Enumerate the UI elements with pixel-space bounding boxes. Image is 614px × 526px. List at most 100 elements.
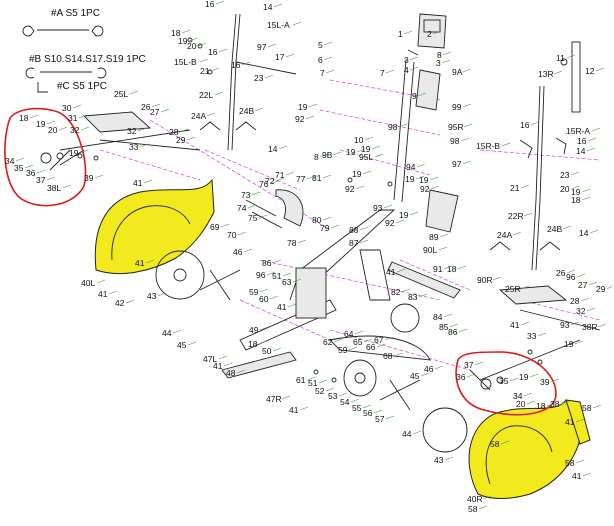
callout-label: 44 [162,328,172,338]
leader-line [520,184,530,189]
leader-line [160,108,170,113]
leader-line [591,127,601,132]
leader-line [350,398,360,403]
callout-label: 1 [398,29,403,39]
callout-label: 9B [322,150,333,160]
callout-label: 29 [596,284,606,294]
assembly-guide-lines [99,79,601,371]
callout-label: 76 [259,179,269,189]
leader-line [458,328,468,333]
leader-line [416,163,426,168]
leader-line [46,176,56,181]
callout-label: 19 [405,174,415,184]
callout-label: 41 [510,320,520,330]
leader-line [449,323,459,328]
callout-label: 59 [338,345,348,355]
leader-line [299,406,309,411]
callout-label: 28 [570,296,580,306]
callout-label: 27 [578,280,588,290]
leader-line [266,271,276,276]
leader-line [373,409,383,414]
leader-line [281,395,291,400]
callout-label: 15L-B [174,57,197,67]
leader-line [241,61,251,66]
tool-list: #A S5 1PC #B S10.S14.S17.S19 1PC #C S5 1… [22,8,146,93]
callout-label: 36 [26,168,36,178]
callout-label: 19 [419,175,429,185]
callout-label: 75 [248,213,258,223]
leader-line [36,169,46,174]
callout-label: 56 [363,408,373,418]
callout-label: 19 [352,169,362,179]
callout-label: 25R [505,284,521,294]
leader-line [46,120,56,125]
callout-label: 59 [249,287,259,297]
leader-line [206,112,216,117]
callout-label: 18 [571,195,581,205]
leader-line [218,48,228,53]
callout-label: 40L [81,278,95,288]
leader-line [157,292,167,297]
pedal-right [498,285,601,331]
leader-line [330,224,340,229]
leader-line [588,281,598,286]
leader-line [523,392,533,397]
callout-label: 81 [312,173,322,183]
callout-label: 18 [19,113,29,123]
leader-line [595,67,605,72]
leader-line [581,196,591,201]
leader-line [297,239,307,244]
callout-label: 68 [383,351,393,361]
leader-line [172,329,182,334]
leader-line [420,372,430,377]
leader-line [398,123,408,128]
leader-line [523,212,533,217]
leader-line [574,340,584,345]
leader-line [570,321,580,326]
callout-label: 21 [200,66,210,76]
leader-line [223,362,233,367]
leader-line [401,288,411,293]
callout-label: 13R [538,69,554,79]
highlight-circles [4,107,557,416]
leader-line [285,53,295,58]
leader-line [520,285,530,290]
leader-line [474,361,484,366]
callout-label: 96 [256,270,266,280]
leader-line [348,346,358,351]
leader-line [318,379,328,384]
callout-label: 66 [366,342,376,352]
leader-line [273,3,283,8]
leader-line [145,259,155,264]
leader-line [586,307,596,312]
callout-label: 43 [147,291,157,301]
callout-label: 46 [233,247,243,257]
callout-label: 72 [265,176,275,186]
callout-label: 8 [314,152,319,162]
callout-label: 24A [497,230,512,240]
callout-label: 84 [433,312,443,322]
leader-line [457,265,467,270]
callout-label: 31 [68,113,78,123]
leader-line [550,378,560,383]
leader-line [15,157,25,162]
callout-label: 14 [268,144,278,154]
leader-line [482,495,492,500]
callout-label: 37 [464,360,474,370]
leader-line [179,128,189,133]
leader-line [80,126,90,131]
callout-label: 16 [208,47,218,57]
callout-label: 24B [239,106,254,116]
callout-label: 50 [262,346,272,356]
callout-label: 19 [564,339,574,349]
leader-line [409,211,419,216]
leader-line [395,219,405,224]
callout-label: 19 [571,187,581,197]
callout-label: 3 [404,55,409,65]
leader-line [94,174,104,179]
leader-line [512,231,522,236]
leader-line [62,184,72,189]
callout-label: 98 [388,122,398,132]
callout-label: 60 [259,294,269,304]
leader-line [125,299,135,304]
